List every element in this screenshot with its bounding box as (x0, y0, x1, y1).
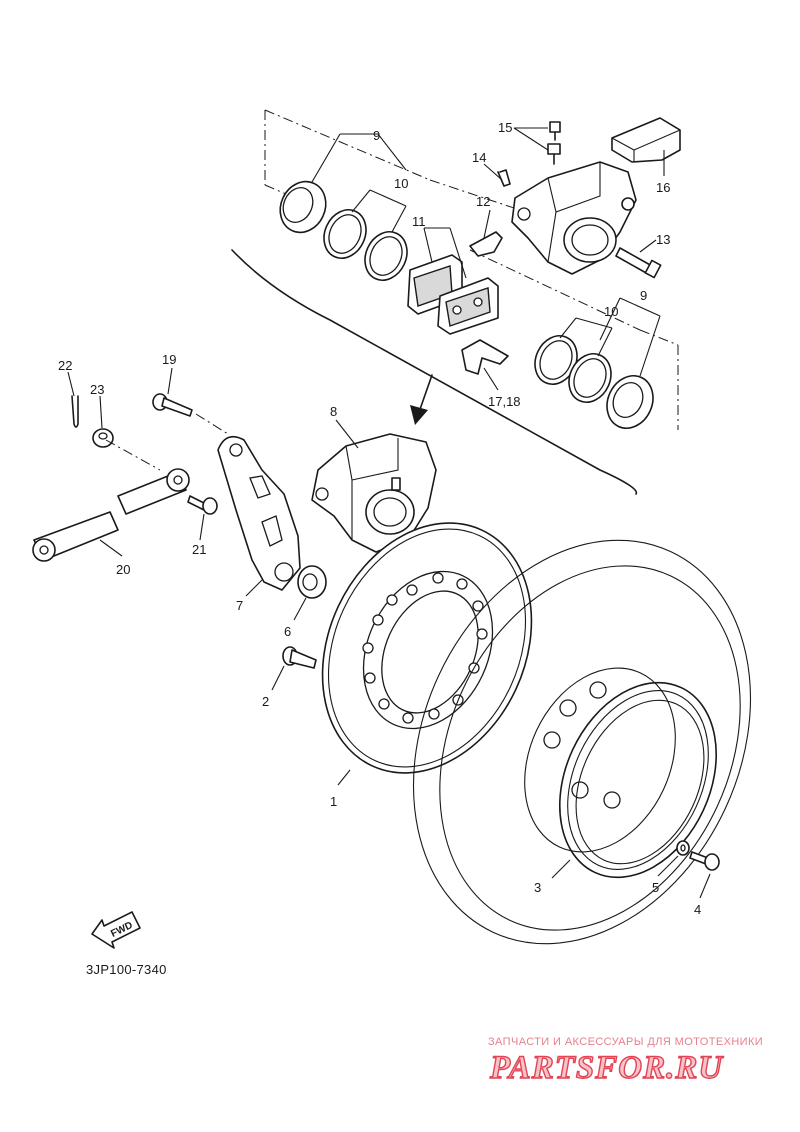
watermark-logo: PARTSFOR.RU (489, 1049, 724, 1086)
callout-15: 15 (498, 120, 512, 135)
leader-lines (67, 127, 711, 899)
caliper-assembly (311, 433, 437, 553)
callout-9-upper: 9 (373, 128, 380, 143)
callout-10-upper: 10 (394, 176, 408, 191)
wheel-cover-ring (558, 681, 718, 879)
pad-support (461, 339, 509, 375)
ring-screw (689, 851, 720, 871)
piston-lower (606, 375, 654, 429)
bracket-bolt (152, 393, 193, 417)
brake-disc (321, 522, 533, 774)
callout-22: 22 (58, 358, 72, 373)
disc-mount-bolt (282, 646, 317, 669)
callout-13: 13 (656, 232, 670, 247)
callout-14: 14 (472, 150, 486, 165)
bleed-screw (547, 121, 561, 165)
callout-21: 21 (192, 542, 206, 557)
callout-4: 4 (694, 902, 701, 917)
castle-nut (92, 428, 114, 448)
callout-5: 5 (652, 880, 659, 895)
washer (676, 840, 690, 856)
watermark-tagline: ЗАПЧАСТИ И АКСЕССУАРЫ ДЛЯ МОТОТЕХНИКИ (488, 1036, 764, 1048)
callout-3: 3 (534, 880, 541, 895)
cotter-pin (71, 395, 79, 428)
brake-pads (407, 254, 499, 335)
bracket-collar (297, 565, 327, 599)
rear-wheel (412, 539, 752, 945)
piston-seals-lower (534, 335, 612, 403)
callout-10-lower: 10 (604, 304, 618, 319)
assembly-arrow-head (410, 405, 428, 425)
callout-16: 16 (656, 180, 670, 195)
callout-17-18: 17,18 (488, 394, 521, 409)
group-bracket-line (231, 249, 638, 495)
callout-labels: 1 2 3 4 5 6 7 8 9 9 10 10 11 12 13 14 15… (58, 120, 701, 917)
fwd-arrow: FWD (91, 911, 141, 949)
callout-19: 19 (162, 352, 176, 367)
piston-seals-upper (323, 209, 408, 281)
callout-6: 6 (284, 624, 291, 639)
caliper-bracket (217, 435, 301, 591)
pad-spring (469, 231, 503, 257)
callout-20: 20 (116, 562, 130, 577)
callout-9-lower: 9 (640, 288, 647, 303)
callout-1: 1 (330, 794, 337, 809)
exploded-caliper-group (231, 109, 681, 495)
callout-8: 8 (330, 404, 337, 419)
callout-23: 23 (90, 382, 104, 397)
piston-upper (279, 180, 327, 234)
caliper-body-exploded (511, 161, 637, 275)
caliper-cap (611, 117, 681, 163)
callout-2: 2 (262, 694, 269, 709)
torque-arm-bolt (187, 495, 218, 515)
torque-arm (32, 468, 190, 562)
callout-7: 7 (236, 598, 243, 613)
disc-holes (362, 572, 488, 724)
diagram-code: 3JP100-7340 (86, 962, 167, 977)
callout-11: 11 (412, 214, 426, 229)
callout-12: 12 (476, 194, 490, 209)
